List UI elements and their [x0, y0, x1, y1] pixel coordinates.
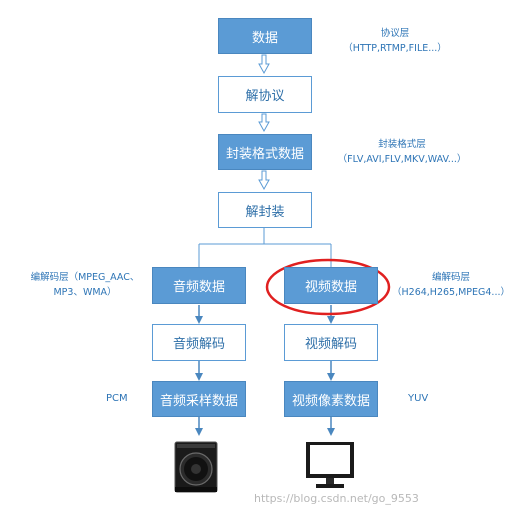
node-container-data: 封装格式数据: [218, 134, 312, 170]
protocol-layer-list: （HTTP,RTMP,FILE...）: [343, 43, 447, 54]
node-video-decode: 视频解码: [284, 324, 378, 361]
monitor-icon: [304, 441, 356, 491]
highlight-ellipse: [265, 258, 391, 316]
node-demux: 解封装: [218, 192, 312, 228]
watermark: https://blog.csdn.net/go_9553: [254, 492, 419, 505]
video-codec-note: 编解码层 （H264,H265,MPEG4...）: [390, 270, 512, 300]
audio-codec-line1: 编解码层（MPEG_AAC、: [30, 272, 140, 283]
video-codec-list: （H264,H265,MPEG4...）: [392, 287, 510, 298]
container-layer-note: 封装格式层 （FLV,AVI,FLV,MKV,WAV...）: [330, 137, 474, 167]
audio-codec-note: 编解码层（MPEG_AAC、 MP3、WMA）: [24, 270, 146, 300]
video-codec-title: 编解码层: [431, 272, 470, 283]
hollow-arrow: [258, 54, 270, 191]
node-video-data: 视频数据: [284, 267, 378, 304]
audio-codec-line2: MP3、WMA）: [53, 287, 117, 298]
node-video-pixels: 视频像素数据: [284, 381, 378, 417]
pcm-label: PCM: [106, 393, 128, 404]
protocol-layer-title: 协议层: [380, 28, 410, 39]
node-audio-data: 音频数据: [152, 267, 246, 304]
container-layer-title: 封装格式层: [378, 139, 426, 150]
node-audio-samples: 音频采样数据: [152, 381, 246, 417]
speaker-icon: [174, 441, 218, 493]
protocol-layer-note: 协议层 （HTTP,RTMP,FILE...）: [332, 26, 458, 56]
node-data: 数据: [218, 18, 312, 54]
container-layer-list: （FLV,AVI,FLV,MKV,WAV...）: [337, 154, 467, 165]
node-audio-decode: 音频解码: [152, 324, 246, 361]
yuv-label: YUV: [408, 393, 429, 404]
node-deprotocol: 解协议: [218, 76, 312, 113]
